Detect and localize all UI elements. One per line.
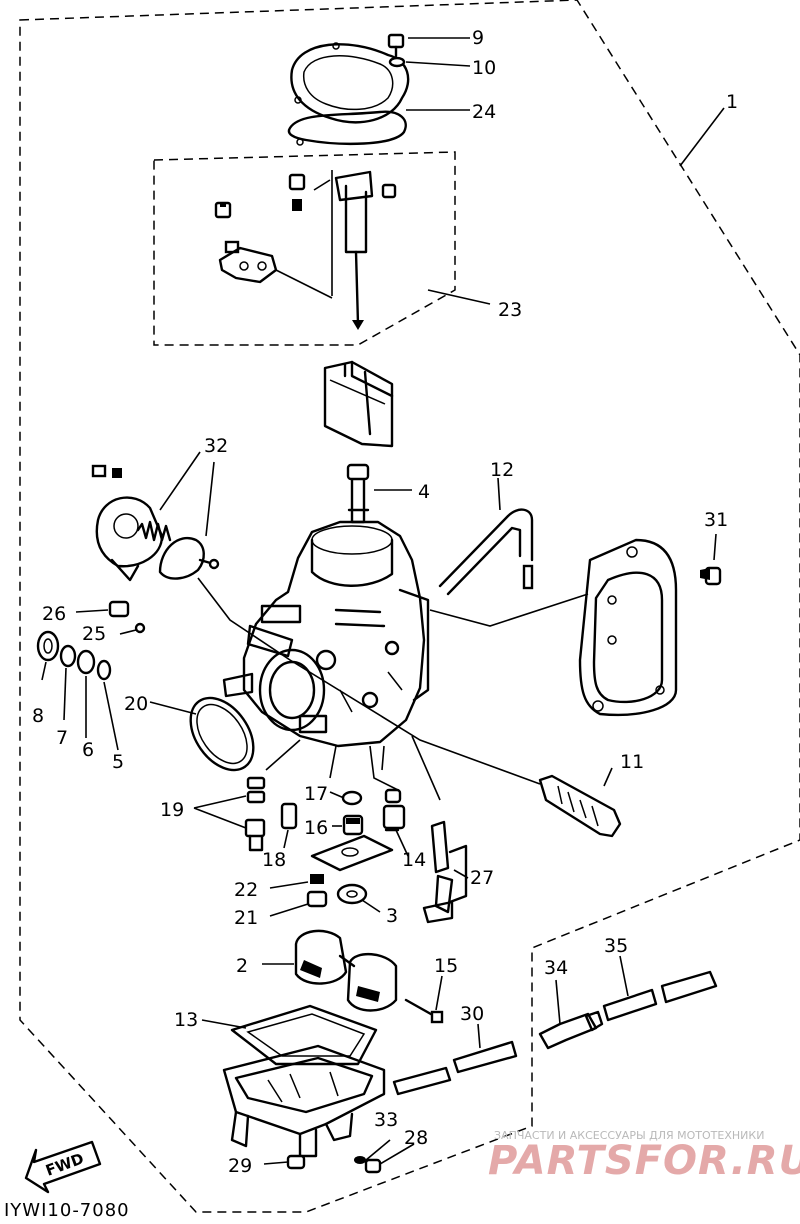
callout-7: 7 <box>56 727 68 749</box>
float-2 <box>294 929 398 1012</box>
fwd-label: FWD <box>43 1149 86 1179</box>
callout-29: 29 <box>228 1155 252 1177</box>
callout-15: 15 <box>434 955 458 977</box>
callout-22: 22 <box>234 879 258 901</box>
callout-12: 12 <box>490 459 514 481</box>
callout-8: 8 <box>32 705 44 727</box>
callout-labels: 1 2 3 4 5 6 7 8 9 10 11 12 13 14 15 16 1… <box>32 27 738 1177</box>
float-bowl <box>222 1044 386 1158</box>
callout-11: 11 <box>620 751 644 773</box>
callout-3: 3 <box>386 905 398 927</box>
washer-10 <box>388 56 406 68</box>
callout-4: 4 <box>418 481 430 503</box>
screw-31 <box>700 566 722 586</box>
callout-9: 9 <box>472 27 484 49</box>
callout-13: 13 <box>174 1009 198 1031</box>
o-ring-20 <box>189 696 255 772</box>
callout-32: 32 <box>204 435 228 457</box>
leader-lines <box>41 37 725 1165</box>
callout-16: 16 <box>304 817 328 839</box>
jet-18 <box>280 802 298 830</box>
callout-2: 2 <box>236 955 248 977</box>
float-pin-3 <box>336 883 368 905</box>
callout-31: 31 <box>704 509 728 531</box>
hose-12 <box>438 508 534 588</box>
needle-valve-14 <box>382 788 406 832</box>
washer-22 <box>310 874 324 884</box>
carburetor-body <box>222 520 430 748</box>
callout-33: 33 <box>374 1109 398 1131</box>
diaphragm-spring <box>136 520 172 542</box>
washer-33 <box>354 1156 366 1164</box>
screw-26 <box>108 600 146 634</box>
jet-16 <box>342 814 364 836</box>
screw-9 <box>387 33 405 58</box>
throttle-screw-11 <box>538 774 622 838</box>
callout-23: 23 <box>498 299 522 321</box>
callout-18: 18 <box>262 849 286 871</box>
callout-35: 35 <box>604 935 628 957</box>
washer-6 <box>76 649 96 675</box>
watermark-brand: PARTSFOR.RU <box>488 1138 800 1184</box>
pin-15 <box>404 998 444 1024</box>
callout-17: 17 <box>304 783 328 805</box>
screw-28 <box>364 1158 382 1174</box>
screw-21 <box>306 890 328 908</box>
gasket-plate <box>310 834 394 872</box>
callout-34: 34 <box>544 957 568 979</box>
fitting-34 <box>538 1010 604 1050</box>
hose-35 <box>602 970 718 1022</box>
drain-screw-29 <box>286 1154 306 1170</box>
hose-30 <box>392 1040 518 1096</box>
watermark-caption: ЗАПЧАСТИ И АКСЕССУАРЫ ДЛЯ МОТОТЕХНИКИ <box>494 1129 765 1142</box>
callout-30: 30 <box>460 1003 484 1025</box>
callout-10: 10 <box>472 57 496 79</box>
callout-21: 21 <box>234 907 258 929</box>
callout-19: 19 <box>160 799 184 821</box>
drawing-code: IYWI10-7080 <box>4 1200 130 1221</box>
slide-guide-plate <box>323 360 394 448</box>
callout-6: 6 <box>82 739 94 761</box>
washer-17 <box>341 790 363 806</box>
accelerator-pump-cover <box>91 464 164 582</box>
assembly-boundary <box>19 0 800 1213</box>
callout-27: 27 <box>470 867 494 889</box>
side-cover <box>578 538 678 716</box>
diaphragm-plunger <box>158 537 220 580</box>
top-cover <box>287 42 410 146</box>
washer-7 <box>59 644 77 668</box>
callout-25: 25 <box>82 623 106 645</box>
jets-19 <box>244 776 266 852</box>
callout-14: 14 <box>402 849 426 871</box>
main-jet-4 <box>346 463 370 524</box>
o-ring-8 <box>36 630 60 662</box>
ring-5 <box>96 659 112 681</box>
callout-5: 5 <box>112 751 124 773</box>
callout-20: 20 <box>124 693 148 715</box>
float-valve-27 <box>422 820 468 924</box>
callout-1: 1 <box>726 91 738 113</box>
callout-24: 24 <box>472 101 496 123</box>
callout-26: 26 <box>42 603 66 625</box>
callout-28: 28 <box>404 1127 428 1149</box>
subassembly-boundary <box>153 151 456 346</box>
fwd-arrow-icon: FWD <box>24 1140 102 1194</box>
needle-subassembly <box>214 170 397 330</box>
